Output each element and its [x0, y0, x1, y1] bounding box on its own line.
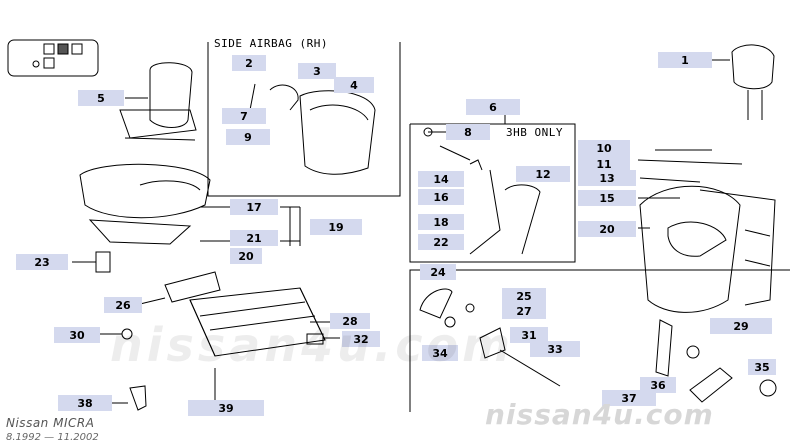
- part-label-12[interactable]: 12: [516, 166, 570, 182]
- side-cover-drawing: [689, 367, 733, 403]
- part-label-7[interactable]: 7: [222, 108, 266, 124]
- seatback-drawing: [639, 185, 741, 313]
- part-label-39[interactable]: 39: [188, 400, 264, 416]
- recliner-drawing: [479, 327, 506, 359]
- part-label-8[interactable]: 8: [446, 124, 490, 140]
- part-label-21[interactable]: 21: [230, 230, 278, 246]
- part-label-38[interactable]: 38: [58, 395, 112, 411]
- cushion-frame-drawing: [88, 219, 192, 245]
- part-label-25[interactable]: 25: [502, 288, 546, 304]
- part-label-32[interactable]: 32: [342, 331, 380, 347]
- part-label-19[interactable]: 19: [310, 219, 362, 235]
- date-range: 8.1992 — 11.2002: [6, 432, 99, 443]
- hinge-drawing: [655, 319, 673, 377]
- part-label-15[interactable]: 15: [578, 190, 636, 206]
- part-label-16[interactable]: 16: [418, 189, 464, 205]
- part-label-28[interactable]: 28: [330, 313, 370, 329]
- part-label-27[interactable]: 27: [502, 303, 546, 319]
- part-label-2[interactable]: 2: [232, 55, 266, 71]
- part-label-22[interactable]: 22: [418, 234, 464, 250]
- part-label-33[interactable]: 33: [530, 341, 580, 357]
- part-label-4[interactable]: 4: [334, 77, 374, 93]
- seat-cushion-drawing: [79, 163, 211, 219]
- part-label-5[interactable]: 5: [78, 90, 124, 106]
- part-label-20-right[interactable]: 20: [578, 221, 636, 237]
- part-label-9[interactable]: 9: [226, 129, 270, 145]
- part-label-31[interactable]: 31: [510, 327, 548, 343]
- watermark: nissan4u.com: [485, 398, 714, 431]
- vehicle-icon: [7, 39, 99, 77]
- seatback-frame-drawing: [699, 189, 776, 306]
- trim-cover-drawing: [164, 271, 221, 303]
- part-label-14[interactable]: 14: [418, 171, 464, 187]
- part-label-35[interactable]: 35: [748, 359, 776, 375]
- part-label-17[interactable]: 17: [230, 199, 278, 215]
- part-label-36[interactable]: 36: [640, 377, 676, 393]
- airbag-seatback-drawing: [299, 90, 376, 175]
- lever-drawing: [504, 184, 541, 255]
- watermark-center: nissan4u.com: [110, 318, 515, 372]
- part-label-1[interactable]: 1: [658, 52, 712, 68]
- lower-panel-border: [409, 269, 790, 412]
- part-label-3[interactable]: 3: [298, 63, 336, 79]
- airbag-panel-border: [207, 42, 401, 197]
- part-label-30[interactable]: 30: [54, 327, 100, 343]
- model-name: Nissan MICRA: [6, 416, 95, 430]
- part-label-26[interactable]: 26: [104, 297, 142, 313]
- headrest-drawing: [731, 44, 775, 90]
- part-label-6[interactable]: 6: [466, 99, 520, 115]
- part-label-20-left[interactable]: 20: [230, 248, 262, 264]
- hb-panel-border: [409, 123, 576, 263]
- seat-overview-drawing: [119, 62, 197, 141]
- hb-section-title: 3HB ONLY: [506, 126, 563, 139]
- part-label-11[interactable]: 11: [578, 156, 630, 172]
- part-label-34[interactable]: 34: [422, 345, 458, 361]
- airbag-section-title: SIDE AIRBAG (RH): [214, 37, 328, 50]
- part-label-29[interactable]: 29: [710, 318, 772, 334]
- part-label-13[interactable]: 13: [578, 170, 636, 186]
- part-label-37[interactable]: 37: [602, 390, 656, 406]
- part-label-18[interactable]: 18: [418, 214, 464, 230]
- cover-drawing: [419, 288, 453, 319]
- part-label-23[interactable]: 23: [16, 254, 68, 270]
- part-label-10[interactable]: 10: [578, 140, 630, 156]
- bracket-drawing: [95, 251, 111, 273]
- part-label-24[interactable]: 24: [420, 264, 456, 280]
